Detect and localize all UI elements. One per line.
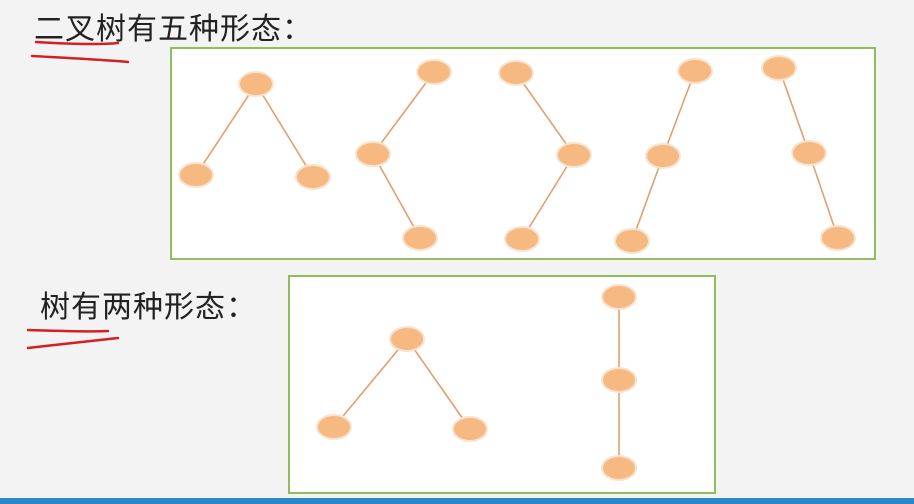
tree-node — [601, 284, 637, 310]
tree-node — [389, 326, 425, 352]
tree-node — [601, 455, 637, 481]
tree-node — [677, 58, 713, 84]
annotation-underline-1 — [30, 40, 130, 64]
tree-node — [614, 228, 650, 254]
binary-tree-form-4 — [614, 58, 713, 254]
tree-node — [238, 71, 274, 97]
tree-node — [178, 162, 214, 188]
tree-node — [504, 226, 540, 252]
tree-node — [556, 142, 592, 168]
tree-node — [645, 143, 681, 169]
binary-tree-form-1 — [178, 71, 331, 190]
tree-node — [355, 141, 391, 167]
tree-node — [791, 140, 827, 166]
binary-tree-form-5 — [761, 55, 856, 251]
binary-tree-forms-heading: 二叉树有五种形态： — [34, 12, 313, 47]
tree-node — [295, 164, 331, 190]
tree-form-2 — [601, 284, 637, 481]
tree-forms-heading: 树有两种形态： — [40, 290, 257, 325]
tree-node — [601, 367, 637, 393]
tree-node — [761, 55, 797, 81]
tree-node — [416, 59, 452, 85]
binary-tree-form-3 — [498, 60, 592, 252]
tree-form-1 — [316, 326, 488, 442]
binary-tree-form-2 — [355, 59, 452, 251]
bottom-bar — [0, 498, 914, 504]
tree-node — [452, 416, 488, 442]
tree-node — [498, 60, 534, 86]
tree-node — [316, 414, 352, 440]
annotation-underline-2 — [26, 328, 120, 350]
tree-forms-panel — [288, 275, 716, 494]
tree-node — [820, 225, 856, 251]
tree-node — [402, 225, 438, 251]
